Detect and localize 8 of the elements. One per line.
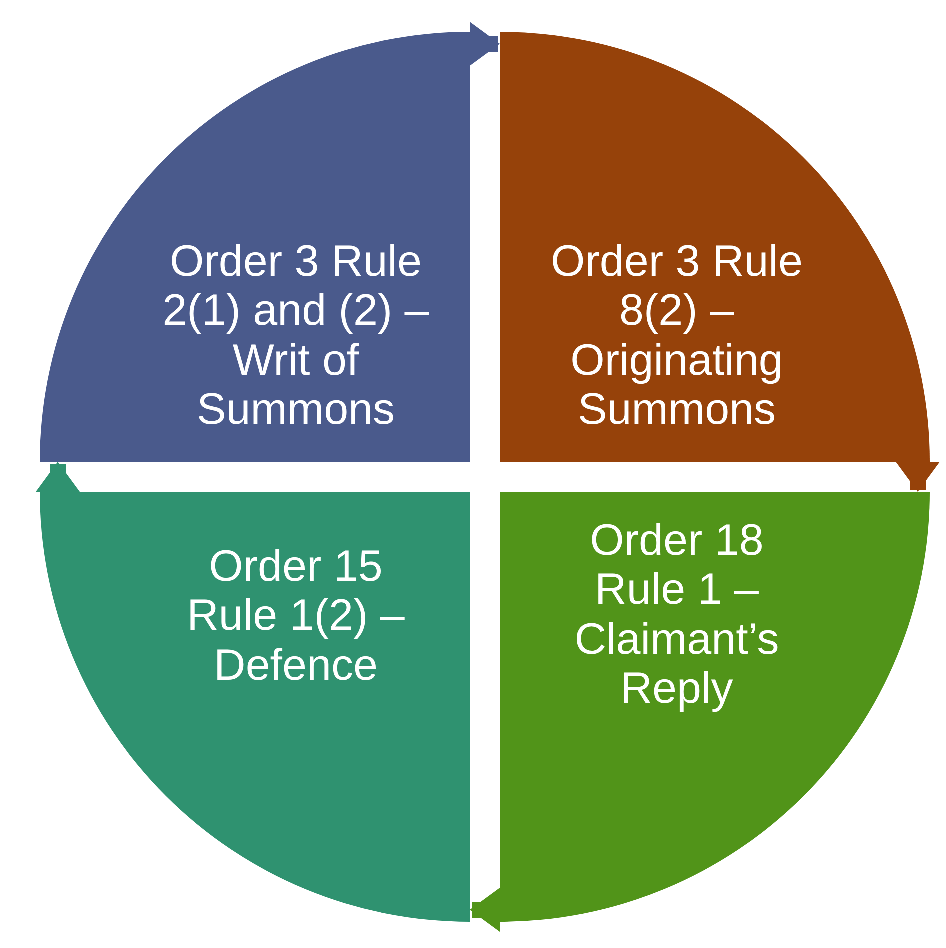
arrow	[36, 462, 80, 492]
arrow	[896, 462, 940, 492]
arrow	[470, 888, 500, 932]
segment-label: Order 18 Rule 1 – Claimant’s Reply	[574, 516, 780, 714]
arrow	[470, 22, 500, 66]
segment-label: Order 3 Rule 2(1) and (2) – Writ of Summons	[162, 237, 430, 434]
segment-label: Order 3 Rule 8(2) – Originating Summons	[550, 237, 804, 434]
segment-label: Order 15 Rule 1(2) – Defence	[186, 542, 406, 690]
